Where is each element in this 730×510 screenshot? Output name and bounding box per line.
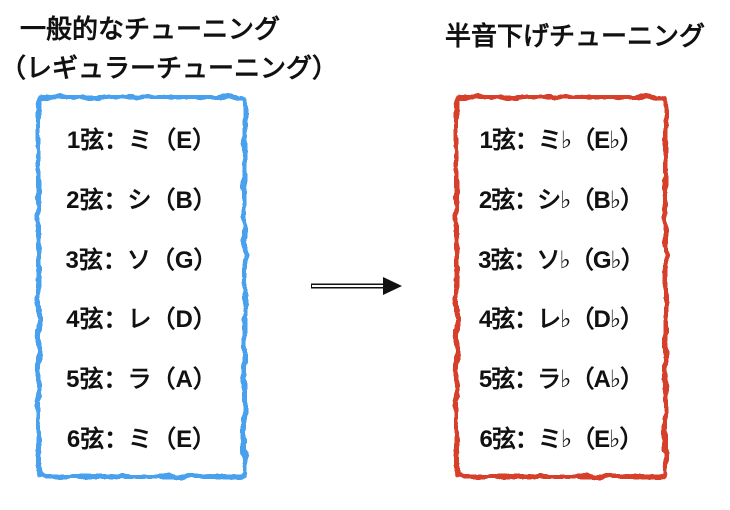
tuning-row: 6弦：ミ（E） bbox=[66, 425, 217, 453]
tuning-row: 4弦：レ♭（D♭） bbox=[478, 306, 644, 334]
tuning-row: 1弦：ミ（E） bbox=[66, 127, 217, 155]
standard-tuning-title: 一般的なチューニング （レギュラーチューニング） bbox=[0, 10, 339, 88]
standard-tuning-rows: 1弦：ミ（E） 2弦：シ（B） 3弦：ソ（G） 4弦：レ（D） 5弦：ラ（A） … bbox=[41, 100, 242, 474]
halfstep-down-tuning-box: 1弦：ミ♭（E♭） 2弦：シ♭（B♭） 3弦：ソ♭（G♭） 4弦：レ♭（D♭） … bbox=[454, 95, 668, 479]
tuning-row: 3弦：ソ♭（G♭） bbox=[478, 246, 645, 274]
tuning-row: 2弦：シ（B） bbox=[66, 186, 217, 214]
tuning-row: 3弦：ソ（G） bbox=[65, 246, 218, 274]
tuning-row: 1弦：ミ♭（E♭） bbox=[479, 127, 644, 155]
halfstep-down-tuning-box-border bbox=[454, 95, 668, 479]
halfstep-down-tuning-title: 半音下げチューニング bbox=[444, 21, 705, 51]
standard-tuning-title-line2: （レギュラーチューニング） bbox=[0, 53, 339, 83]
tuning-row: 5弦：ラ♭（A♭） bbox=[478, 365, 644, 393]
tuning-row: 5弦：ラ（A） bbox=[66, 365, 217, 393]
right-arrow-icon bbox=[311, 277, 402, 295]
standard-tuning-box-border bbox=[36, 95, 247, 479]
tuning-row: 4弦：レ（D） bbox=[66, 306, 217, 334]
tuning-row: 2弦：シ♭（B♭） bbox=[478, 186, 644, 214]
halfstep-down-tuning-rows: 1弦：ミ♭（E♭） 2弦：シ♭（B♭） 3弦：ソ♭（G♭） 4弦：レ♭（D♭） … bbox=[459, 100, 663, 474]
standard-tuning-title-line1: 一般的なチューニング bbox=[19, 14, 280, 44]
standard-tuning-box: 1弦：ミ（E） 2弦：シ（B） 3弦：ソ（G） 4弦：レ（D） 5弦：ラ（A） … bbox=[36, 95, 247, 479]
tuning-row: 6弦：ミ♭（E♭） bbox=[479, 425, 644, 453]
